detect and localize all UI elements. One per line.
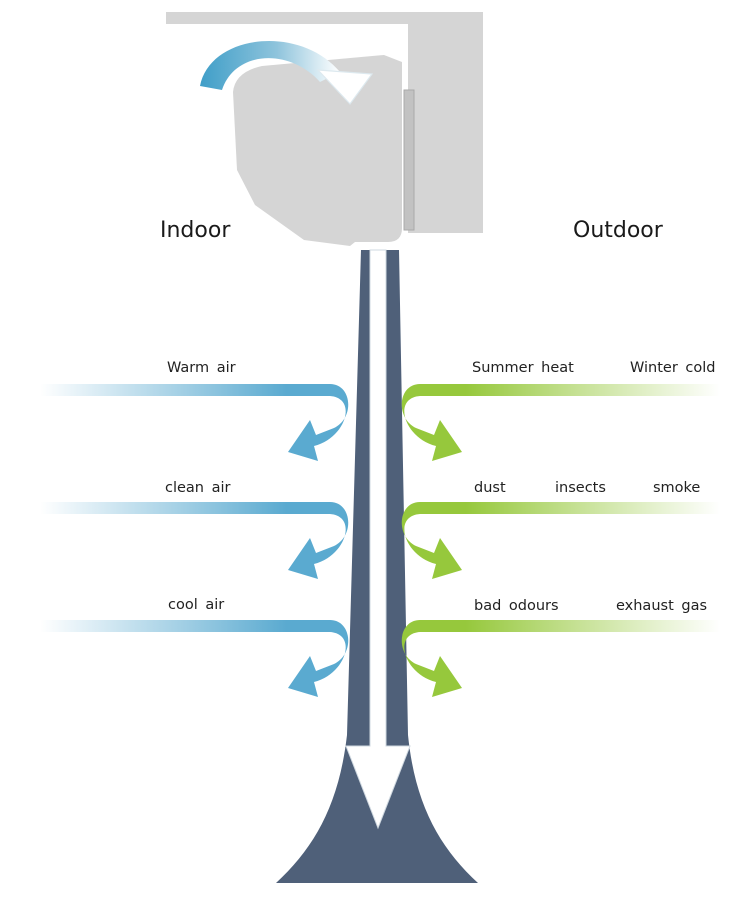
outdoor-label: Outdoor <box>573 218 664 243</box>
indoor-flow-label: clean air <box>165 480 231 496</box>
outdoor-flow-label: insects <box>555 480 606 496</box>
indoor-flow-arrow <box>40 502 349 579</box>
outdoor-flow-label: dust <box>474 480 506 496</box>
indoor-flow-label: Warm air <box>167 360 236 376</box>
outdoor-flow-arrow <box>401 384 720 461</box>
outdoor-flow-label: smoke <box>653 480 700 496</box>
air-curtain-unit <box>233 55 402 246</box>
indoor-flow-arrow <box>40 620 349 697</box>
wall-frame <box>166 12 483 233</box>
arrow-down-icon <box>345 249 411 830</box>
indoor-flow-label: cool air <box>168 597 224 613</box>
indoor-flow-arrow <box>40 384 349 461</box>
indoor-label: Indoor <box>160 218 231 243</box>
outdoor-flow-label: exhaust gas <box>616 598 707 614</box>
outdoor-flow-arrow <box>401 620 720 697</box>
outdoor-flow-label: Winter cold <box>630 360 716 376</box>
curved-arrow-right-icon <box>200 40 374 105</box>
outdoor-flow-arrow <box>401 502 720 579</box>
outdoor-flow-label: bad odours <box>474 598 559 614</box>
outdoor-flow-label: Summer heat <box>472 360 574 376</box>
